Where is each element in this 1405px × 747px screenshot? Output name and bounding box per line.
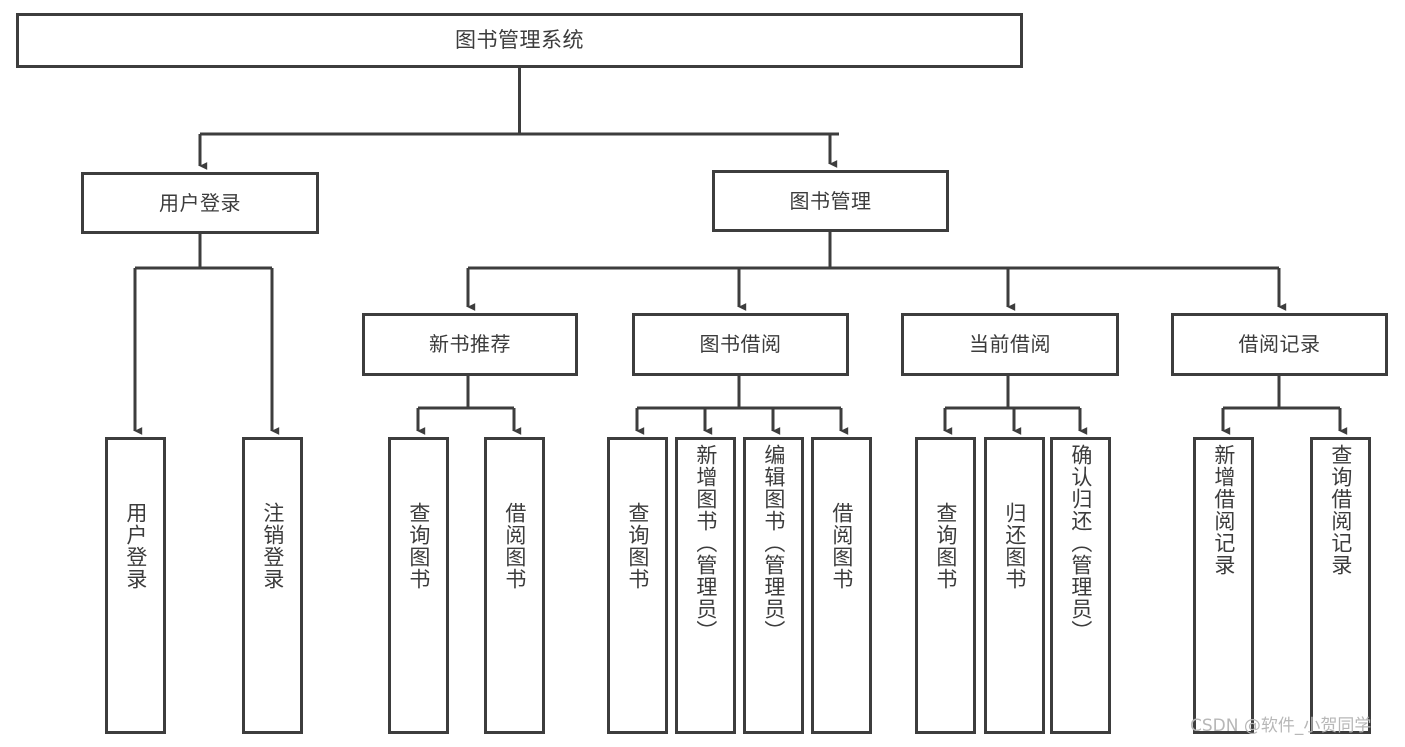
leaf-node[interactable]: 确认归还（管理员） xyxy=(1050,437,1111,734)
csdn-watermark: CSDN @软件_小贺同学 xyxy=(1190,716,1372,736)
leaf-node[interactable]: 新增图书（管理员） xyxy=(675,437,736,734)
leaf-node[interactable]: 查询图书 xyxy=(915,437,976,734)
node-user-login[interactable]: 用户登录 xyxy=(81,172,319,234)
node-user-login-label: 用户登录 xyxy=(159,190,241,215)
leaf-label: 编辑图书（管理员） xyxy=(761,444,786,642)
node-root-system[interactable]: 图书管理系统 xyxy=(16,13,1023,68)
node-new-book-recommend[interactable]: 新书推荐 xyxy=(362,313,578,376)
leaf-node[interactable]: 查询图书 xyxy=(607,437,668,734)
leaf-node[interactable]: 新增借阅记录 xyxy=(1193,437,1254,734)
leaf-label: 查询图书 xyxy=(933,502,958,590)
node-book-borrow[interactable]: 图书借阅 xyxy=(632,313,849,376)
leaf-node[interactable]: 用户登录 xyxy=(105,437,166,734)
node-current-borrow-label: 当前借阅 xyxy=(969,332,1051,357)
node-borrow-record[interactable]: 借阅记录 xyxy=(1171,313,1388,376)
leaf-label: 用户登录 xyxy=(123,502,148,590)
node-current-borrow[interactable]: 当前借阅 xyxy=(901,313,1119,376)
leaf-label: 查询图书 xyxy=(625,502,650,590)
leaf-node[interactable]: 编辑图书（管理员） xyxy=(743,437,804,734)
leaf-node[interactable]: 借阅图书 xyxy=(484,437,545,734)
leaf-label: 新增图书（管理员） xyxy=(693,444,718,642)
node-borrow-record-label: 借阅记录 xyxy=(1238,332,1321,357)
leaf-node[interactable]: 查询借阅记录 xyxy=(1310,437,1371,734)
leaf-label: 新增借阅记录 xyxy=(1211,444,1236,576)
leaf-node[interactable]: 归还图书 xyxy=(984,437,1045,734)
leaf-label: 查询图书 xyxy=(406,502,431,590)
leaf-node[interactable]: 借阅图书 xyxy=(811,437,872,734)
leaf-label: 归还图书 xyxy=(1002,502,1027,590)
node-root-label: 图书管理系统 xyxy=(455,27,584,52)
leaf-label: 注销登录 xyxy=(260,502,285,590)
node-new-book-recommend-label: 新书推荐 xyxy=(429,332,511,357)
leaf-label: 借阅图书 xyxy=(829,502,854,590)
leaf-label: 借阅图书 xyxy=(502,502,527,590)
leaf-node[interactable]: 查询图书 xyxy=(388,437,449,734)
leaf-label: 查询借阅记录 xyxy=(1328,444,1353,576)
leaf-label: 确认归还（管理员） xyxy=(1068,444,1093,642)
leaf-node[interactable]: 注销登录 xyxy=(242,437,303,734)
node-book-borrow-label: 图书借阅 xyxy=(699,332,782,357)
node-book-management[interactable]: 图书管理 xyxy=(712,170,949,232)
node-book-management-label: 图书管理 xyxy=(789,188,872,213)
